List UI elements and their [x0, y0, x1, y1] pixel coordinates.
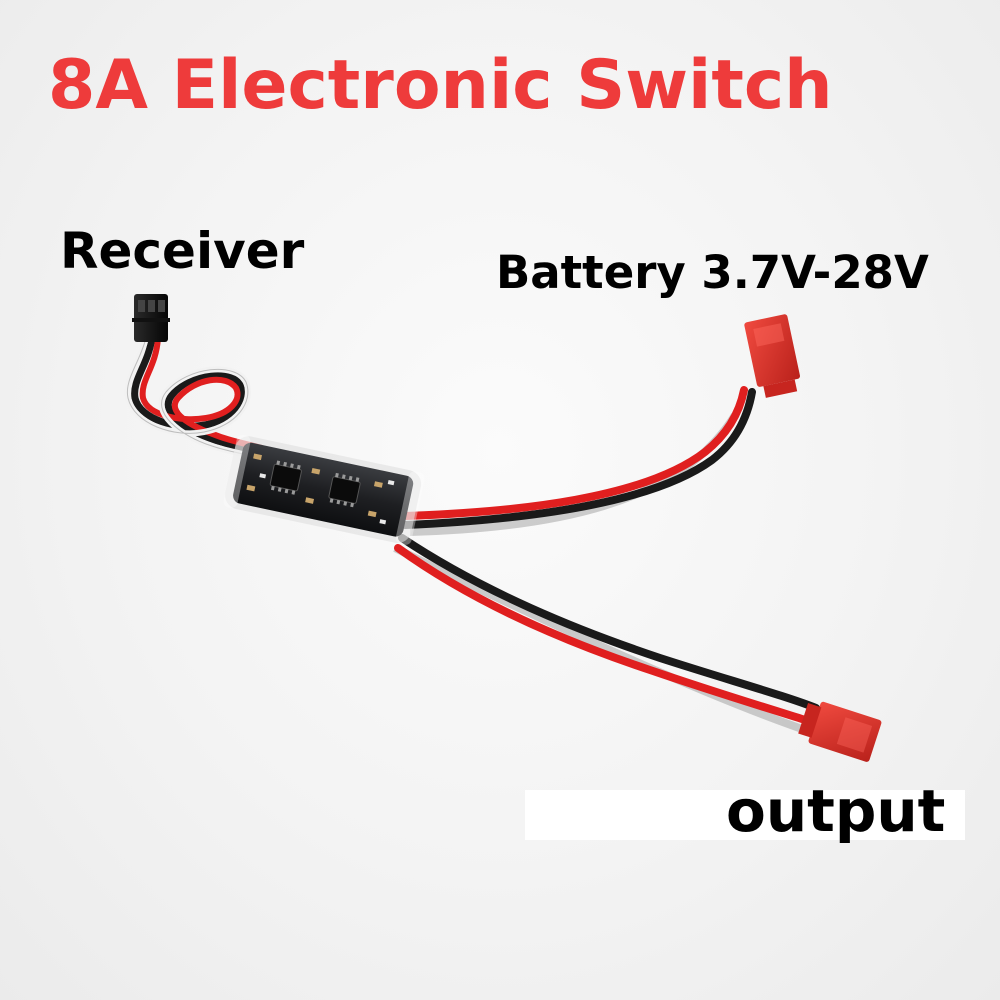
- output-lead: [394, 534, 820, 726]
- output-label: output: [726, 777, 946, 845]
- output-label-background: [525, 790, 965, 840]
- battery-lead: [401, 386, 756, 529]
- battery-connector: [744, 314, 800, 398]
- output-connector: [798, 701, 882, 762]
- receiver-label: Receiver: [60, 222, 305, 280]
- page-title: 8A Electronic Switch: [48, 46, 833, 125]
- pcb-module: [223, 434, 425, 545]
- receiver-lead: [124, 334, 265, 461]
- battery-label: Battery 3.7V-28V: [496, 246, 929, 299]
- servo-connector: [132, 294, 170, 342]
